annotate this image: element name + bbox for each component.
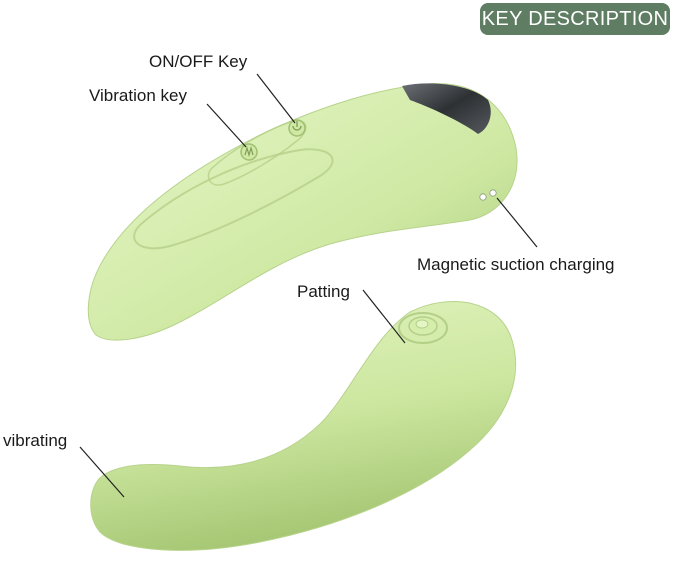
vibration-key-label: Vibration key xyxy=(89,86,187,105)
leader-lines xyxy=(79,73,538,498)
bottom-unit xyxy=(90,300,516,551)
vibration-icon xyxy=(240,143,258,161)
patting-nub xyxy=(398,312,448,344)
vibrating-label: vibrating xyxy=(3,431,68,450)
grip-contour xyxy=(133,148,334,250)
leader-on-off xyxy=(256,73,296,124)
patting-label: Patting xyxy=(297,282,350,301)
top-unit xyxy=(87,83,518,341)
leader-patting xyxy=(362,289,406,344)
on-off-icon xyxy=(288,119,306,137)
button-panel xyxy=(207,120,307,186)
leader-vibrating xyxy=(79,446,125,498)
dark-window xyxy=(402,83,491,134)
key-description-badge: KEY DESCRIPTION xyxy=(480,3,670,35)
charging-contacts xyxy=(479,189,497,201)
leader-vibration xyxy=(206,103,247,148)
magnetic-charging-label: Magnetic suction charging xyxy=(417,255,615,274)
leader-magnetic xyxy=(496,197,538,248)
on-off-key-label: ON/OFF Key xyxy=(149,52,248,71)
